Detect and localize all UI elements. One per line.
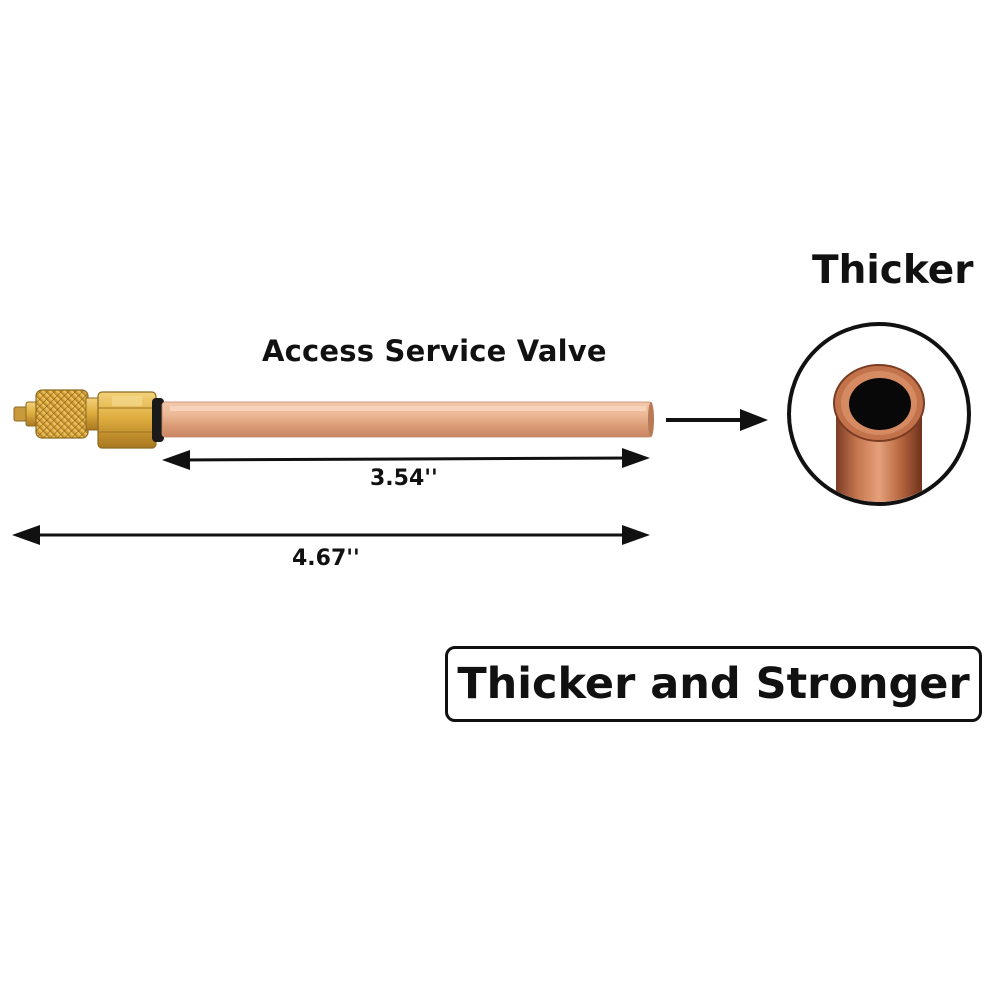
tube-closeup-image xyxy=(787,322,971,506)
valve-title: Access Service Valve xyxy=(262,334,607,368)
tube-length-label: 3.54'' xyxy=(370,466,438,491)
closeup-title: Thicker xyxy=(812,248,974,293)
feature-badge-text: Thicker and Stronger xyxy=(457,659,970,709)
feature-badge: Thicker and Stronger xyxy=(445,646,982,722)
total-length-label: 4.67'' xyxy=(292,546,360,571)
dimension-arrow-tube xyxy=(162,448,650,470)
dimension-arrow-total xyxy=(12,525,650,545)
valve-image xyxy=(13,389,654,449)
arrow-right-icon xyxy=(666,409,768,431)
